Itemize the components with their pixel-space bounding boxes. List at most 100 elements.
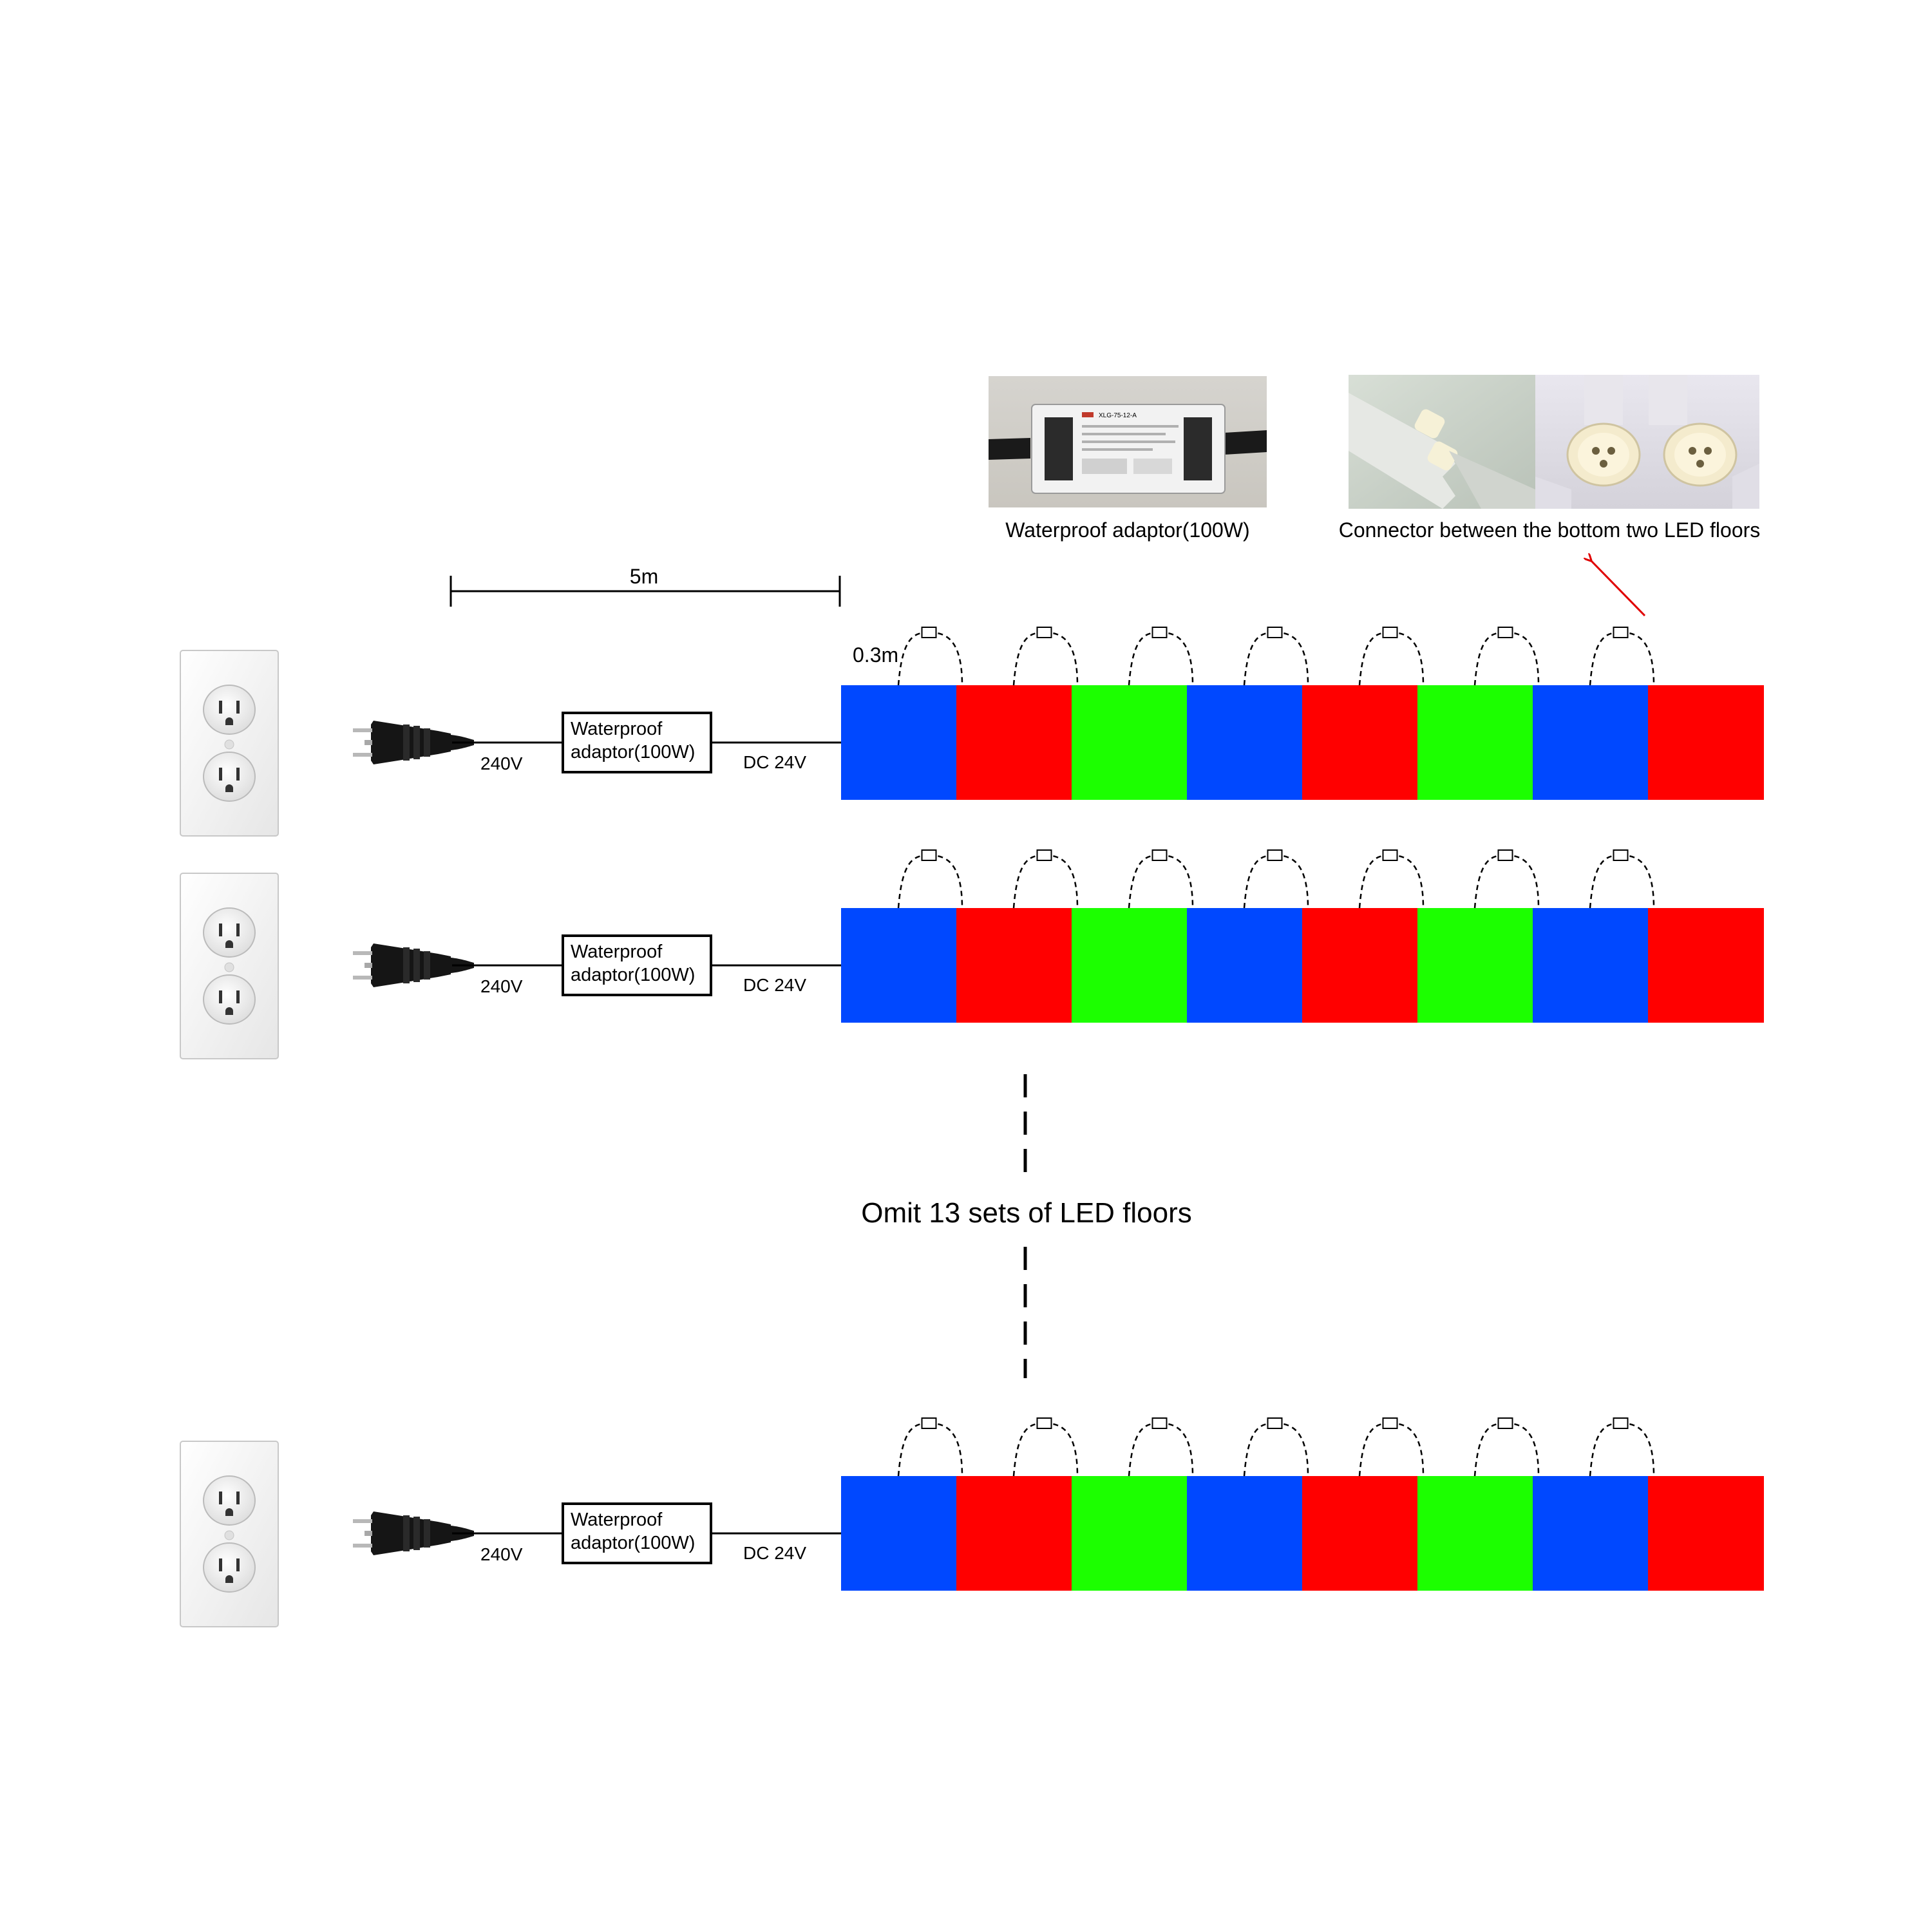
connector-cable bbox=[1390, 854, 1425, 909]
adaptor-label-line2: adaptor(100W) bbox=[571, 742, 695, 762]
led-floor-tile bbox=[1072, 685, 1188, 800]
connector-arrow bbox=[1591, 560, 1646, 617]
dimension-5m bbox=[450, 576, 841, 607]
adaptor-photo: XLG-75-12-A bbox=[989, 376, 1267, 507]
connector-cable bbox=[1159, 1422, 1194, 1477]
led-floor-tile bbox=[1072, 908, 1188, 1023]
led-floor-tile bbox=[1417, 1476, 1533, 1591]
led-floor-tile bbox=[1533, 685, 1649, 800]
adaptor-model-text: XLG-75-12-A bbox=[1099, 412, 1137, 419]
led-floor-tile bbox=[1533, 908, 1649, 1023]
connector-cable bbox=[929, 631, 963, 686]
adaptor-label-line1: Waterproof bbox=[571, 1510, 663, 1530]
led-row: Waterproof adaptor(100W) 240V DC 24V bbox=[180, 1417, 1764, 1627]
connector-plug-icon bbox=[1613, 849, 1629, 861]
connector-cable bbox=[1012, 1422, 1045, 1477]
adaptor-label-line1: Waterproof bbox=[571, 719, 663, 739]
wall-outlet bbox=[180, 1441, 279, 1627]
connector-cable bbox=[1128, 631, 1160, 686]
connector-cable bbox=[1012, 854, 1045, 909]
connector-cable bbox=[1620, 1422, 1655, 1477]
led-floor-tile bbox=[956, 908, 1072, 1023]
led-floor-tile bbox=[1302, 685, 1418, 800]
connector-cable bbox=[1505, 854, 1540, 909]
connector-plug-icon bbox=[1267, 627, 1283, 638]
adaptor-label-line2: adaptor(100W) bbox=[571, 1533, 695, 1553]
connector-cable bbox=[897, 1422, 929, 1477]
connector-plug-icon bbox=[1151, 1417, 1168, 1429]
led-floor-tile bbox=[1417, 908, 1533, 1023]
output-voltage-label: DC 24V bbox=[743, 1543, 806, 1563]
connector-plug-icon bbox=[1267, 849, 1283, 861]
connector-cable bbox=[1274, 631, 1309, 686]
wall-outlet bbox=[180, 873, 279, 1059]
connector-cable bbox=[1159, 854, 1194, 909]
led-floor-tile bbox=[1648, 685, 1764, 800]
adaptor-label-line1: Waterproof bbox=[571, 942, 663, 962]
connector-cable bbox=[1044, 631, 1079, 686]
connector-cable bbox=[1473, 631, 1506, 686]
adaptor-box bbox=[562, 712, 712, 773]
led-floor-tile bbox=[841, 1476, 957, 1591]
connector-plug-icon bbox=[1382, 849, 1398, 861]
connector-cable bbox=[1243, 631, 1275, 686]
connector-cable bbox=[1390, 631, 1425, 686]
connector-cable bbox=[1044, 854, 1079, 909]
led-row: Waterproof adaptor(100W) 240V DC 24V bbox=[180, 627, 1764, 837]
led-floor-tile bbox=[956, 685, 1072, 800]
input-voltage-label: 240V bbox=[480, 1544, 523, 1564]
connector-plug-icon bbox=[1036, 627, 1052, 638]
connector-plug-icon bbox=[1151, 849, 1168, 861]
connector-cable bbox=[1044, 1422, 1079, 1477]
led-floor-tile bbox=[1302, 908, 1418, 1023]
connector-cable bbox=[1620, 631, 1655, 686]
led-floor-tile bbox=[1533, 1476, 1649, 1591]
adaptor-label-line2: adaptor(100W) bbox=[571, 965, 695, 985]
input-voltage-label: 240V bbox=[480, 753, 523, 773]
led-floor-tile bbox=[1187, 1476, 1303, 1591]
connector-photo-caption: Connector between the bottom two LED flo… bbox=[1339, 518, 1761, 542]
led-floor-tile bbox=[1302, 1476, 1418, 1591]
connector-plug-icon bbox=[1497, 627, 1513, 638]
connector-cable bbox=[897, 854, 929, 909]
connector-plug-icon bbox=[1497, 849, 1513, 861]
connector-cable bbox=[929, 854, 963, 909]
connector-cable bbox=[897, 631, 929, 686]
adaptor-box bbox=[562, 934, 712, 996]
led-floor-tile bbox=[1072, 1476, 1188, 1591]
led-floor-tile bbox=[1417, 685, 1533, 800]
connector-plug-icon bbox=[1036, 849, 1052, 861]
connector-plug-icon bbox=[1382, 1417, 1398, 1429]
connector-cable bbox=[929, 1422, 963, 1477]
connector-plug-icon bbox=[1151, 627, 1168, 638]
connector-cable bbox=[1505, 1422, 1540, 1477]
omitted-label: Omit 13 sets of LED floors bbox=[861, 1197, 1192, 1229]
connector-plug-icon bbox=[1382, 627, 1398, 638]
led-floor-tile bbox=[841, 908, 957, 1023]
dimension-length-label: 5m bbox=[630, 565, 658, 588]
adaptor-photo-caption: Waterproof adaptor(100W) bbox=[1005, 518, 1249, 542]
connector-cable bbox=[1589, 854, 1621, 909]
led-floor-tile bbox=[1187, 908, 1303, 1023]
wall-outlet bbox=[180, 650, 279, 837]
led-floor-tile bbox=[956, 1476, 1072, 1591]
connector-cable bbox=[1473, 854, 1506, 909]
connector-cable bbox=[1243, 854, 1275, 909]
connector-plug-icon bbox=[1497, 1417, 1513, 1429]
connector-plug-icon bbox=[1267, 1417, 1283, 1429]
output-voltage-label: DC 24V bbox=[743, 752, 806, 772]
connector-cable bbox=[1274, 854, 1309, 909]
connector-cable bbox=[1620, 854, 1655, 909]
dimension-spacing-label: 0.3m bbox=[853, 643, 898, 667]
connector-cable bbox=[1589, 631, 1621, 686]
led-floor-tile bbox=[841, 685, 957, 800]
connector-cable bbox=[1358, 854, 1390, 909]
connector-plug-icon bbox=[1613, 627, 1629, 638]
connector-cable bbox=[1012, 631, 1045, 686]
connector-cable bbox=[1159, 631, 1194, 686]
connector-plug-icon bbox=[1613, 1417, 1629, 1429]
output-voltage-label: DC 24V bbox=[743, 975, 806, 995]
